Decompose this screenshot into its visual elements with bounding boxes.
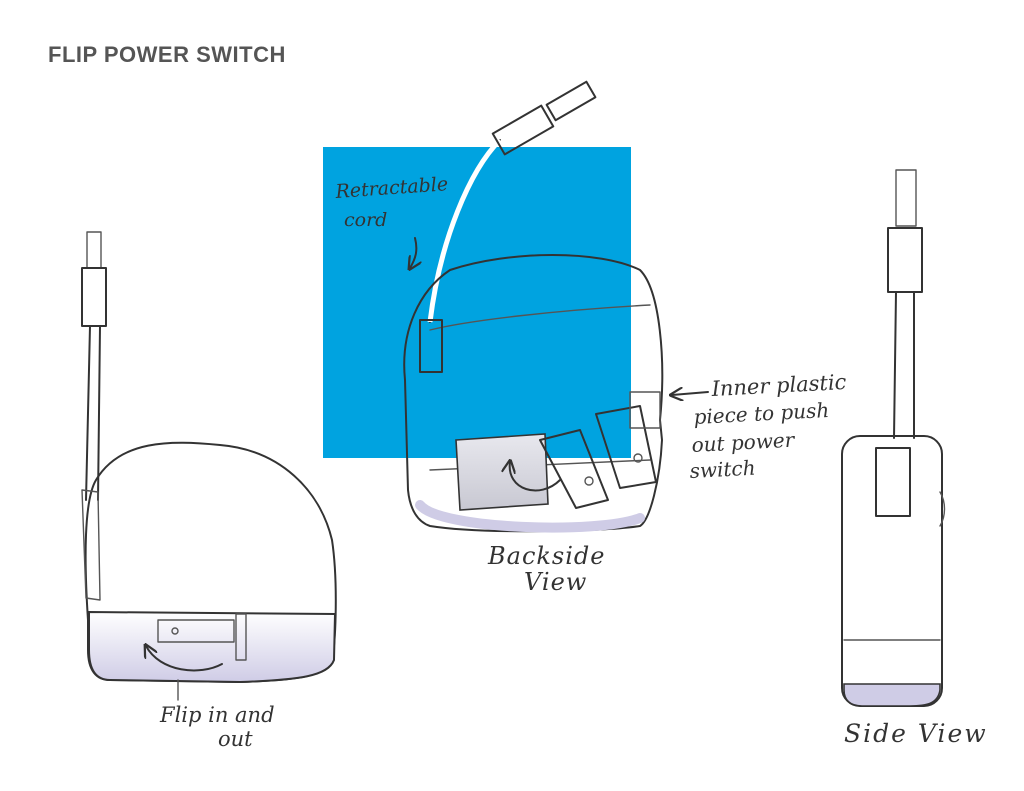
label-inner-line2: piece to push <box>693 398 830 429</box>
right-device-sketch <box>841 169 946 707</box>
label-side-view: Side View <box>844 719 988 748</box>
label-flip-line2: out <box>218 727 253 751</box>
label-backside-line2: View <box>524 568 587 596</box>
label-retractable-line2: cord <box>344 209 387 231</box>
left-device-sketch <box>81 231 337 701</box>
accent-square <box>323 147 631 458</box>
label-backside-line1: Backside <box>487 542 606 570</box>
page-title: FLIP POWER SWITCH <box>48 42 286 67</box>
label-flip-line1: Flip in and <box>159 703 275 727</box>
label-inner-line3: out power <box>691 428 796 457</box>
center-device-sketch <box>403 80 709 533</box>
label-inner-line1: Inner plastic <box>710 370 847 401</box>
label-inner-line4: switch <box>689 456 756 483</box>
